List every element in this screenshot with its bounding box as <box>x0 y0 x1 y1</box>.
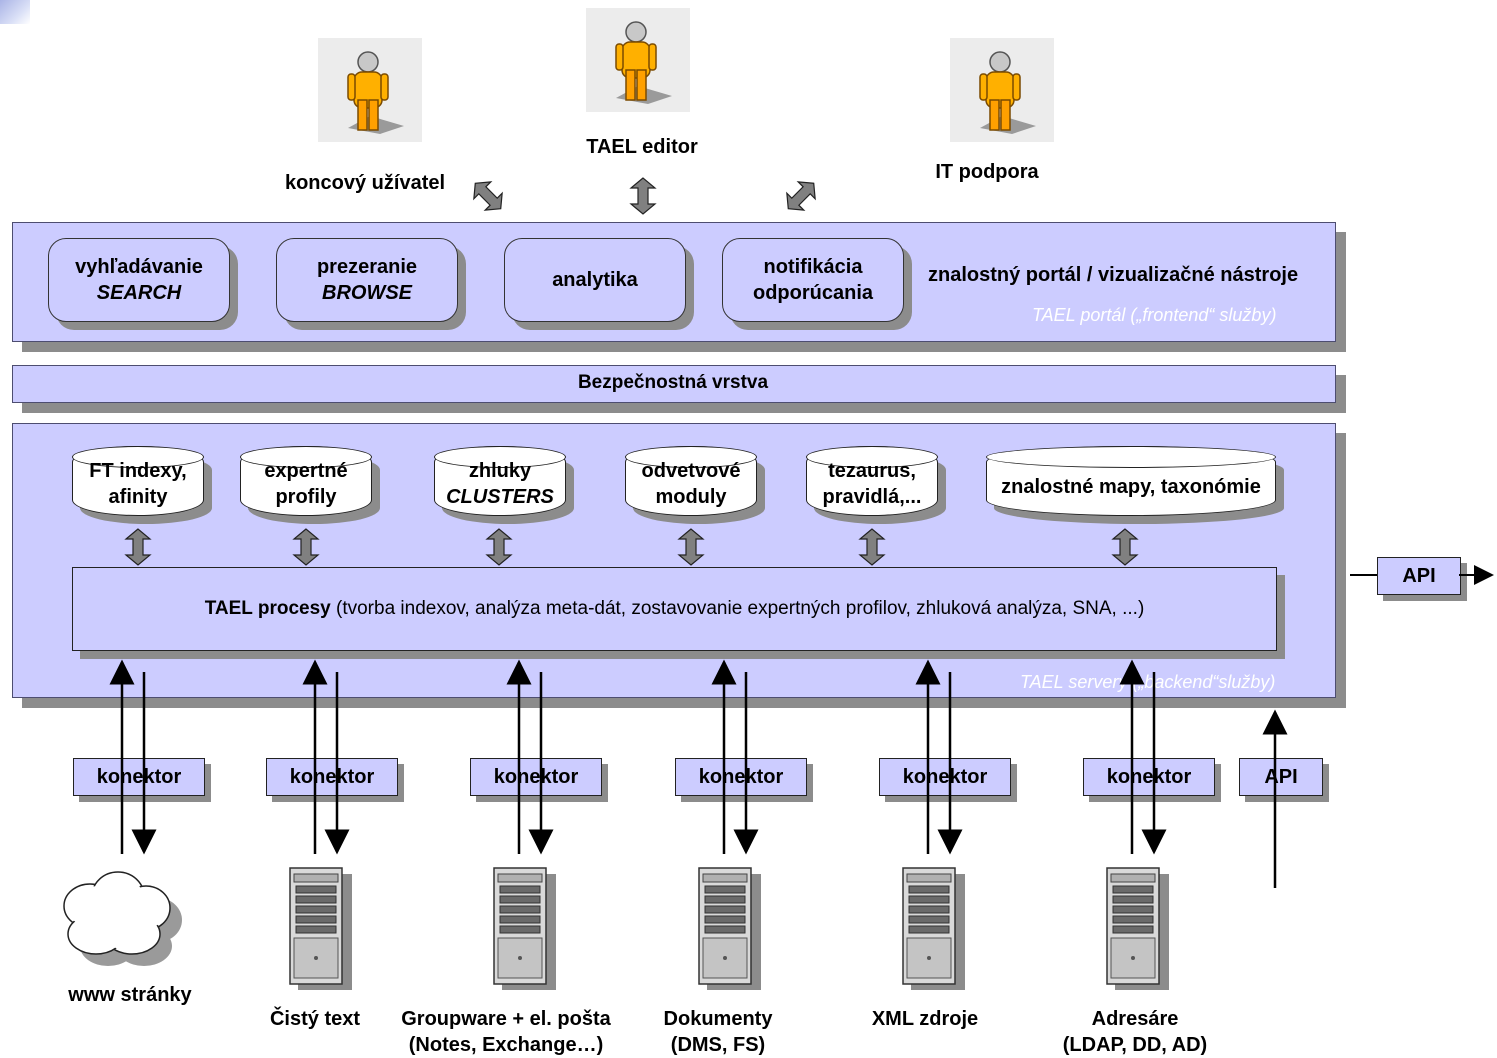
source-web-label: www stránky <box>68 984 192 1006</box>
api-right-label: API <box>1402 564 1436 587</box>
knowledge-maps-store: znalostné mapy, taxonómie <box>986 446 1284 524</box>
server-icon <box>1105 866 1169 995</box>
editor-label: TAEL editor <box>586 136 698 158</box>
connector-web-label: konektor <box>96 765 182 788</box>
backend-subtitle: TAEL servery („backend“služby) <box>1020 672 1276 692</box>
store-arrow <box>859 528 885 566</box>
search-service-label-en: SEARCH <box>96 282 182 304</box>
slide-corner-decoration <box>0 0 30 24</box>
store-arrow <box>125 528 151 566</box>
clusters-store-label: zhluky <box>468 460 532 482</box>
browse-service: prezeranie BROWSE <box>276 238 458 322</box>
expert-profiles-store: expertné profily <box>240 446 380 524</box>
analytics-service: analytika <box>504 238 686 322</box>
server-icon <box>697 866 761 995</box>
industry-modules-store-label: odvetvové <box>641 460 741 482</box>
cloud-icon <box>60 868 190 978</box>
editor-arrow <box>630 177 656 215</box>
analytics-service-label: analytika <box>552 269 638 291</box>
connector-documents-label: konektor <box>698 765 784 788</box>
ft-index-store: FT indexy, afinity <box>72 446 212 524</box>
connector-directory: konektor <box>1083 758 1215 796</box>
it-support-user-icon <box>950 38 1054 142</box>
it-support-arrow <box>779 174 823 218</box>
recommendation-service-label: odporúcania <box>752 282 873 304</box>
source-documents-label: Dokumenty(DMS, FS) <box>663 1008 773 1056</box>
editor-user-icon <box>586 8 690 112</box>
notification-service: notifikácia odporúcania <box>722 238 904 322</box>
tael-processes-detail: (tvorba indexov, analýza meta-dát, zosta… <box>330 598 1145 619</box>
connector-xml-label: konektor <box>902 765 988 788</box>
it-support-label: IT podpora <box>935 161 1039 183</box>
industry-modules-store-label-2: moduly <box>655 486 727 508</box>
source-xml-label: XML zdroje <box>871 1008 979 1030</box>
api-bottom-box: API <box>1239 758 1323 796</box>
end-user-arrow <box>466 174 510 218</box>
browse-service-label: prezeranie <box>316 256 418 278</box>
industry-modules-store: odvetvové moduly <box>625 446 765 524</box>
source-groupware-label: Groupware + el. pošta(Notes, Exchange…) <box>401 1008 611 1056</box>
security-layer-label: Bezpečnostná vrstva <box>577 372 769 393</box>
source-text-label: Čistý text <box>269 1008 361 1030</box>
connector-documents: konektor <box>675 758 807 796</box>
expert-profiles-store-label-2: profily <box>275 486 337 508</box>
search-service: vyhľadávanie SEARCH <box>48 238 230 322</box>
connector-text-label: konektor <box>289 765 375 788</box>
tael-processes-title: TAEL procesy <box>204 598 331 619</box>
connector-directory-label: konektor <box>1106 765 1192 788</box>
clusters-store-label-en: CLUSTERS <box>446 486 554 508</box>
connector-groupware: konektor <box>470 758 602 796</box>
thesaurus-store-label: tezaurus, <box>828 460 916 482</box>
search-service-label: vyhľadávanie <box>75 256 203 278</box>
store-arrow <box>678 528 704 566</box>
server-icon <box>492 866 556 995</box>
connector-web: konektor <box>73 758 205 796</box>
ft-index-store-label: FT indexy, <box>89 460 187 482</box>
server-icon <box>288 866 352 995</box>
store-arrow <box>486 528 512 566</box>
server-icon <box>901 866 965 995</box>
tael-processes-box: TAEL procesy (tvorba indexov, analýza me… <box>72 567 1277 651</box>
source-directory-label: Adresáre(LDAP, DD, AD) <box>1062 1008 1208 1056</box>
knowledge-maps-store-label: znalostné mapy, taxonómie <box>1001 476 1261 498</box>
thesaurus-store: tezaurus, pravidlá,... <box>806 446 946 524</box>
end-user-label: koncový užívatel <box>284 172 446 194</box>
expert-profiles-store-label: expertné <box>264 460 348 482</box>
ft-index-store-label-2: afinity <box>108 486 168 508</box>
end-user-icon <box>318 38 422 142</box>
store-arrow <box>293 528 319 566</box>
api-right-box: API <box>1377 557 1461 595</box>
connector-groupware-label: konektor <box>493 765 579 788</box>
connector-xml: konektor <box>879 758 1011 796</box>
notification-service-label: notifikácia <box>763 256 863 278</box>
thesaurus-store-label-2: pravidlá,... <box>822 486 922 508</box>
portal-title: znalostný portál / vizualizačné nástroje <box>928 264 1299 286</box>
portal-subtitle: TAEL portál („frontend“ služby) <box>1032 305 1277 325</box>
security-layer <box>12 365 1336 403</box>
api-bottom-label: API <box>1264 765 1298 788</box>
connector-text: konektor <box>266 758 398 796</box>
browse-service-label-en: BROWSE <box>322 282 412 304</box>
store-arrow <box>1112 528 1138 566</box>
